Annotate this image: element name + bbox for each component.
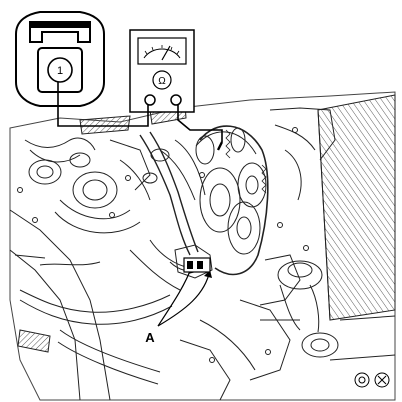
sensor-connector: 1 xyxy=(15,11,105,107)
connector-pin-label: 1 xyxy=(57,65,63,77)
meter-needle xyxy=(161,45,171,61)
test-leads xyxy=(57,82,224,151)
callout-a: A xyxy=(145,257,212,345)
ohm-symbol: Ω xyxy=(158,76,166,87)
connector-pin-1 xyxy=(47,57,73,83)
meter-selector-knob xyxy=(152,70,172,90)
meter-terminal-right xyxy=(170,94,182,106)
gear-circle-icons xyxy=(354,372,390,388)
ohmmeter: Ω xyxy=(129,29,195,113)
meter-terminal-left xyxy=(144,94,156,106)
engine-bay-illustration xyxy=(9,91,396,401)
callout-a-label: A xyxy=(145,330,155,345)
